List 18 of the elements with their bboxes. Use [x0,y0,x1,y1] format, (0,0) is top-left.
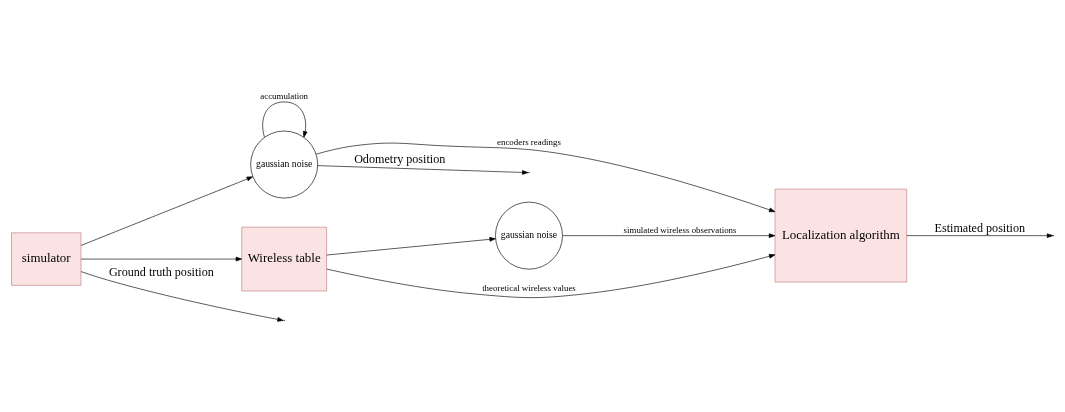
arrow [80,176,253,246]
edge-label: encoders readings [497,136,561,147]
node-circle: gaussian noise [495,201,563,269]
edge-label: Odometry position [354,151,446,166]
arrow [262,101,308,137]
arrow [326,253,776,298]
arrow [80,256,242,261]
node-box: simulator [11,232,82,286]
arrow [315,142,776,212]
edge-label: accumulation [260,90,309,101]
edge-label: theoretical wireless values [482,282,576,293]
arrow [326,236,496,255]
edge-label: Estimated position [934,220,1026,235]
node-box: Wireless table [241,226,327,291]
edge-label: Ground truth position [108,264,214,279]
node-box: Localization algorithm [774,188,907,282]
arrow [562,232,776,238]
edge-label: simulated wireless observations [623,224,737,235]
